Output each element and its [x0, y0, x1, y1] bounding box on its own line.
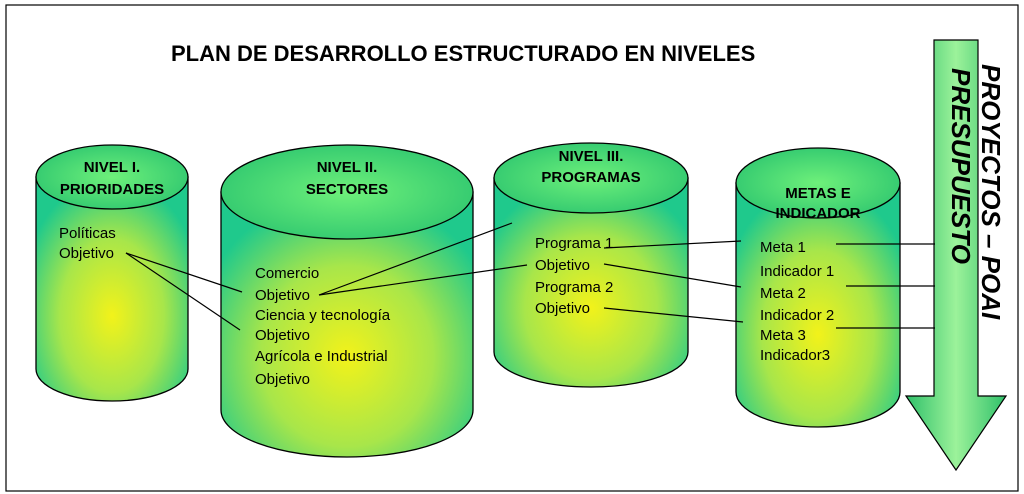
metas-item-indicador-3: Indicador3 — [760, 347, 830, 364]
connector-line — [603, 263, 742, 288]
nivel3-heading-1: NIVEL III. — [559, 148, 624, 165]
metas-item-indicador-1: Indicador 1 — [760, 263, 834, 280]
metas-item-meta-1: Meta 1 — [760, 239, 806, 256]
nivel3-item-programa-1: Programa 1 — [535, 235, 613, 252]
nivel2-item-objetivo-3: Objetivo — [255, 371, 310, 388]
connector-line — [318, 222, 513, 296]
metas-heading-2: INDICADOR — [776, 205, 861, 222]
connector-line — [318, 264, 528, 296]
nivel1-item-objetivo: Objetivo — [59, 245, 114, 262]
nivel1-heading-1: NIVEL I. — [84, 159, 140, 176]
connector-lines — [125, 222, 935, 331]
label-proyectos-poai: PROYECTOS – POAI — [976, 64, 1006, 320]
nivel2-heading-1: NIVEL II. — [317, 159, 378, 176]
metas-item-indicador-2: Indicador 2 — [760, 307, 834, 324]
connector-line — [125, 252, 243, 293]
cylinder-nivel-2: NIVEL II. SECTORES Comercio Objetivo Cie… — [220, 144, 474, 458]
cylinder-nivel-3: NIVEL III. PROGRAMAS Programa 1 Objetivo… — [493, 142, 689, 388]
down-arrow — [904, 39, 1008, 472]
nivel1-heading-2: PRIORIDADES — [60, 181, 164, 198]
nivel3-heading-2: PROGRAMAS — [541, 169, 640, 186]
nivel3-item-objetivo-2: Objetivo — [535, 300, 590, 317]
metas-item-meta-2: Meta 2 — [760, 285, 806, 302]
diagram-frame — [5, 4, 1019, 492]
connector-line — [603, 307, 744, 323]
label-presupuesto: PRESUPUESTO — [946, 68, 976, 264]
nivel2-item-objetivo-1: Objetivo — [255, 287, 310, 304]
nivel2-item-comercio: Comercio — [255, 265, 319, 282]
cylinder-nivel-1: NIVEL I. PRIORIDADES Políticas Objetivo — [35, 144, 189, 402]
cylinder-metas: METAS E INDICADOR Meta 1 Indicador 1 Met… — [735, 147, 901, 428]
connector-line — [125, 252, 241, 331]
nivel2-item-agricola: Agrícola e Industrial — [255, 348, 388, 365]
nivel3-item-objetivo-1: Objetivo — [535, 257, 590, 274]
nivel2-item-ciencia: Ciencia y tecnología — [255, 307, 391, 324]
nivel2-heading-2: SECTORES — [306, 181, 388, 198]
nivel1-item-politicas: Políticas — [59, 225, 116, 242]
metas-item-meta-3: Meta 3 — [760, 327, 806, 344]
nivel2-item-objetivo-2: Objetivo — [255, 327, 310, 344]
connector-line — [603, 240, 742, 249]
diagram-title: PLAN DE DESARROLLO ESTRUCTURADO EN NIVEL… — [171, 41, 755, 66]
nivel3-item-programa-2: Programa 2 — [535, 279, 613, 296]
metas-heading-1: METAS E — [785, 185, 851, 202]
